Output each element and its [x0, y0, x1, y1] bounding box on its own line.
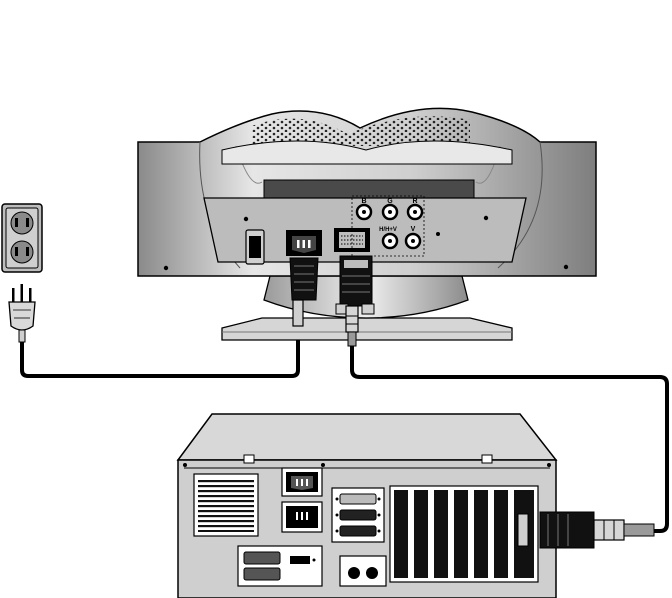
pc-power-socket-out: [282, 502, 322, 532]
outlet-socket-lower: [11, 241, 33, 263]
bnc-connector-v: [406, 234, 420, 248]
bnc-connector-g: [383, 205, 397, 219]
pc-io-ports: [332, 488, 384, 542]
monitor-power-socket: [286, 230, 322, 256]
pc-fan-vent: [194, 474, 258, 536]
pc-lower-ports: [238, 546, 322, 586]
wall-outlet: [2, 204, 42, 272]
pc-power-socket-in: [282, 468, 322, 496]
bnc-connector-hv: [383, 234, 397, 248]
pc-audio-ports: [340, 556, 386, 586]
monitor-service-port: [246, 230, 264, 264]
outlet-socket-upper: [11, 212, 33, 234]
pc-signal-plug: [540, 512, 654, 548]
bnc-connector-b: [357, 205, 371, 219]
computer: [178, 414, 654, 598]
bnc-label-hv: H/H+V: [379, 227, 397, 233]
monitor-power-plug: [290, 258, 318, 326]
bnc-label-v: V: [411, 226, 416, 233]
monitor: B G R H/H+V V: [138, 108, 596, 346]
bnc-connector-r: [408, 205, 422, 219]
power-plug: [9, 284, 35, 342]
pc-expansion-slots: [390, 486, 538, 582]
